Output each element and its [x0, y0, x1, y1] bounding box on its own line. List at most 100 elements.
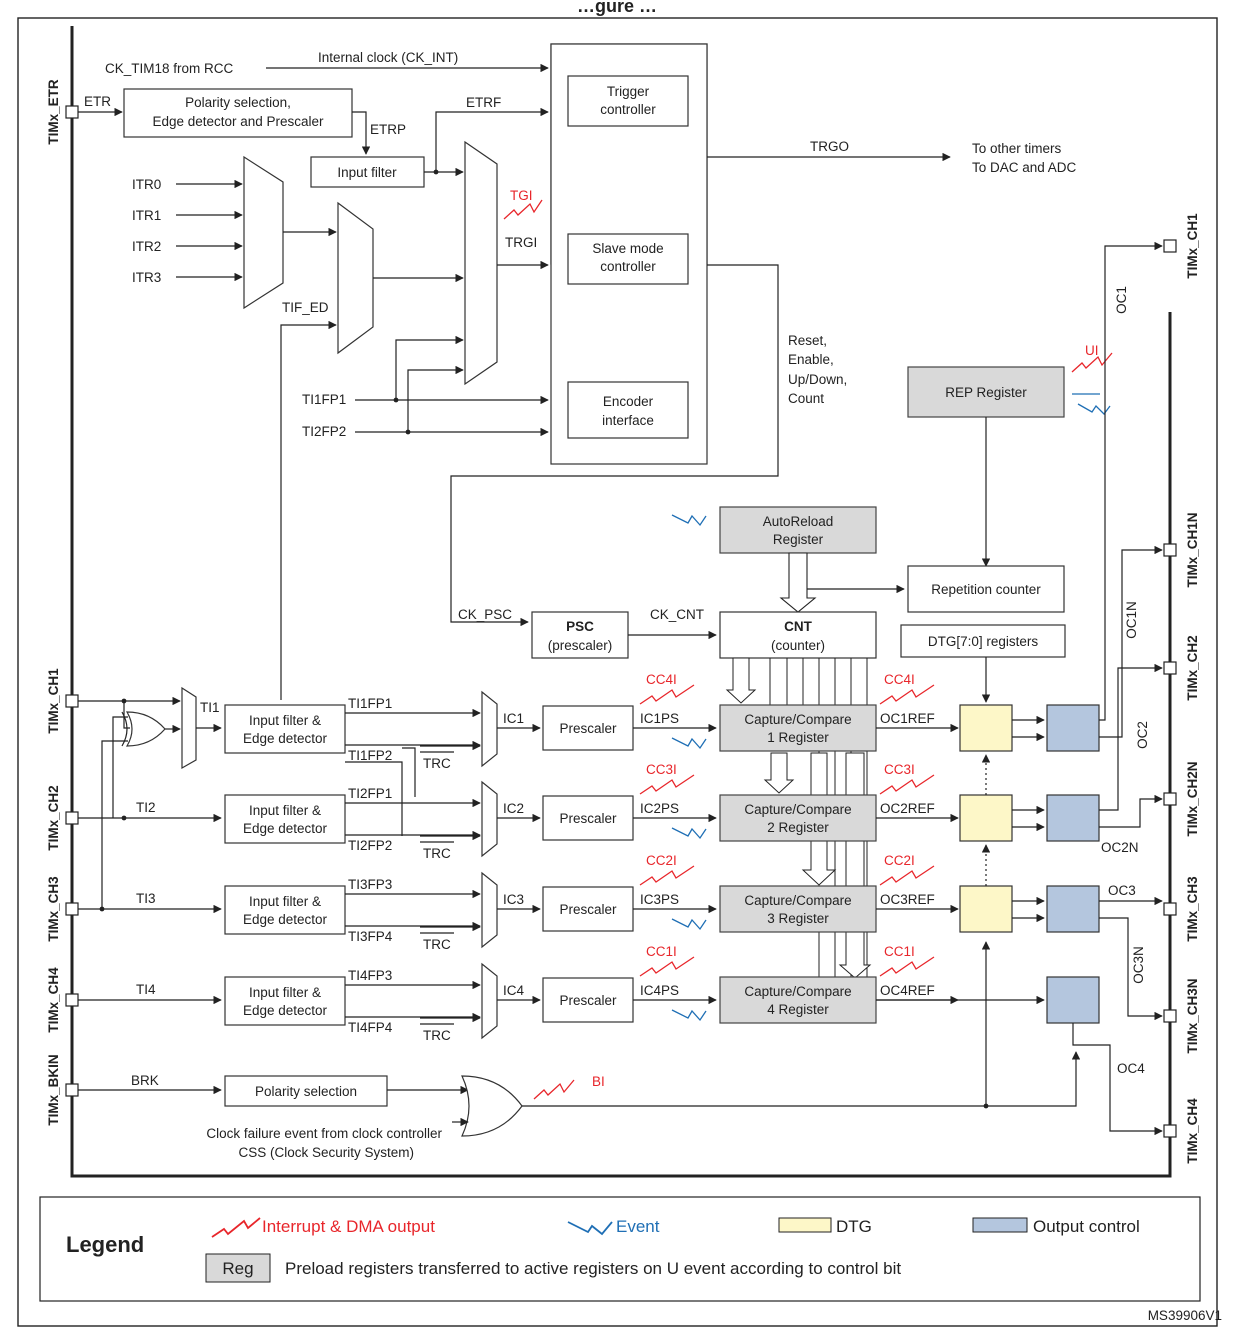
itr3-label: ITR3 [132, 270, 161, 285]
input-filter-label: Input filter [337, 165, 397, 180]
ch3-ic-mux [481, 871, 498, 949]
or-gate [461, 1075, 523, 1137]
ti4-label: TI4 [136, 982, 156, 997]
ch1-pin-label: TIMx_CH1 [46, 668, 61, 734]
rep-register-label: REP Register [945, 385, 1027, 400]
ck-cnt-label: CK_CNT [650, 607, 704, 622]
ch4-trc: TRC [423, 1028, 451, 1043]
legend-dtg-swatch [778, 1217, 832, 1233]
ch1-fpB: TI1FP2 [348, 748, 392, 763]
out-pin-6 [1163, 1009, 1177, 1023]
out-pin-3 [1163, 661, 1177, 675]
ic3ps-label: IC3PS [640, 892, 679, 907]
xor-gate [125, 711, 166, 747]
etr-pin [65, 105, 79, 119]
ch4-pin [65, 993, 79, 1007]
oc3ref-interrupt-label: CC2I [884, 853, 915, 868]
oc3ref-label: OC3REF [880, 892, 935, 907]
cc4-line2: 4 Register [767, 1002, 829, 1017]
cc3-line1: Capture/Compare [744, 893, 851, 908]
tif-ed-label: TIF_ED [282, 300, 329, 315]
itr2-label: ITR2 [132, 239, 161, 254]
ic2ps-label: IC2PS [640, 801, 679, 816]
ch4-fpB: TI4FP4 [348, 1020, 393, 1035]
encoder-2: interface [602, 413, 654, 428]
cc4-interrupt-label: CC1I [646, 944, 677, 959]
ch4-filter-line1: Input filter & [249, 985, 321, 1000]
legend-output: Output control [1033, 1217, 1140, 1236]
ch1-filter-line2: Edge detector [243, 731, 328, 746]
output-control-4 [1046, 976, 1100, 1024]
ch1-input-filter [224, 704, 346, 754]
slave-mode-2: controller [600, 259, 656, 274]
etr-polarity-line2: Edge detector and Prescaler [152, 114, 324, 129]
cc1-line2: 1 Register [767, 730, 829, 745]
ic1-label: IC1 [503, 711, 524, 726]
brk-label: BRK [131, 1073, 159, 1088]
legend-box [39, 1196, 1201, 1302]
mode-enable: Enable, [788, 352, 834, 367]
out-pin-label-4: TIMx_CH2N [1185, 761, 1200, 836]
to-dac-adc: To DAC and ADC [972, 160, 1077, 175]
ch2-prescaler [542, 795, 634, 841]
ch1-prescaler [542, 705, 634, 751]
trigger-controller-1: Trigger [607, 84, 650, 99]
oc1n-label: OC1N [1124, 601, 1139, 639]
legend-preload: Preload registers transferred to active … [285, 1259, 901, 1278]
oc4ref-interrupt-label: CC1I [884, 944, 915, 959]
trigger-controller-2: controller [600, 102, 656, 117]
ui-label: UI [1085, 343, 1099, 358]
ch3-trc: TRC [423, 937, 451, 952]
out-pin-2 [1163, 543, 1177, 557]
legend-dtg: DTG [836, 1217, 872, 1236]
cc3-line2: 3 Register [767, 911, 829, 926]
ch2-filter-line1: Input filter & [249, 803, 321, 818]
ch2-filter-line2: Edge detector [243, 821, 328, 836]
ch3-fpA: TI3FP3 [348, 877, 392, 892]
mode-reset: Reset, [788, 333, 827, 348]
out-pin-label-6: TIMx_CH3N [1185, 978, 1200, 1053]
ch4-pin-label: TIMx_CH4 [46, 967, 61, 1033]
ck-psc-label: CK_PSC [458, 607, 512, 622]
dtg-registers-label: DTG[7:0] registers [928, 634, 1039, 649]
slave-mode-controller [567, 233, 689, 285]
ti2fp2-enc-label: TI2FP2 [302, 424, 346, 439]
ch4-ic-mux [481, 962, 498, 1040]
etr-polarity-line1: Polarity selection, [185, 95, 291, 110]
tgi-label: TGI [510, 188, 533, 203]
slave-mode-1: Slave mode [592, 241, 663, 256]
repetition-counter [907, 565, 1065, 613]
ch2-ic-mux [481, 780, 498, 858]
main-bus [70, 26, 1172, 1178]
cc3-interrupt-label: CC2I [646, 853, 677, 868]
ic4-label: IC4 [503, 983, 525, 998]
itr1-label: ITR1 [132, 208, 161, 223]
itr0-label: ITR0 [132, 177, 161, 192]
oc4ref-label: OC4REF [880, 983, 935, 998]
psc-sub: (prescaler) [548, 638, 613, 653]
ch3-prescaler-label: Prescaler [559, 902, 617, 917]
bkin-pin-label: TIMx_BKIN [46, 1054, 61, 1125]
cnt-title: CNT [784, 619, 812, 634]
cc4-line1: Capture/Compare [744, 984, 851, 999]
ic2-label: IC2 [503, 801, 524, 816]
autoreload-1: AutoReload [763, 514, 834, 529]
brk-polarity-label: Polarity selection [255, 1084, 357, 1099]
ch3-fpB: TI3FP4 [348, 929, 393, 944]
dtg-registers [900, 624, 1066, 658]
etrp-label: ETRP [370, 122, 406, 137]
out-pin-7 [1163, 1124, 1177, 1138]
repetition-counter-label: Repetition counter [931, 582, 1041, 597]
clock-failure-1: Clock failure event from clock controlle… [206, 1126, 442, 1141]
bi-label: BI [592, 1074, 605, 1089]
bkin-pin [65, 1083, 79, 1097]
ch2-input-filter [224, 794, 346, 844]
dtg-block-1 [959, 704, 1013, 752]
trgi-mux [464, 140, 498, 386]
ch4-input-filter [224, 976, 346, 1026]
etr-label: ETR [84, 94, 111, 109]
cc2-interrupt-label: CC3I [646, 762, 677, 777]
ch3-filter-line1: Input filter & [249, 894, 321, 909]
mode-count: Count [788, 391, 824, 406]
out-pin-label-5: TIMx_CH3 [1185, 876, 1200, 942]
